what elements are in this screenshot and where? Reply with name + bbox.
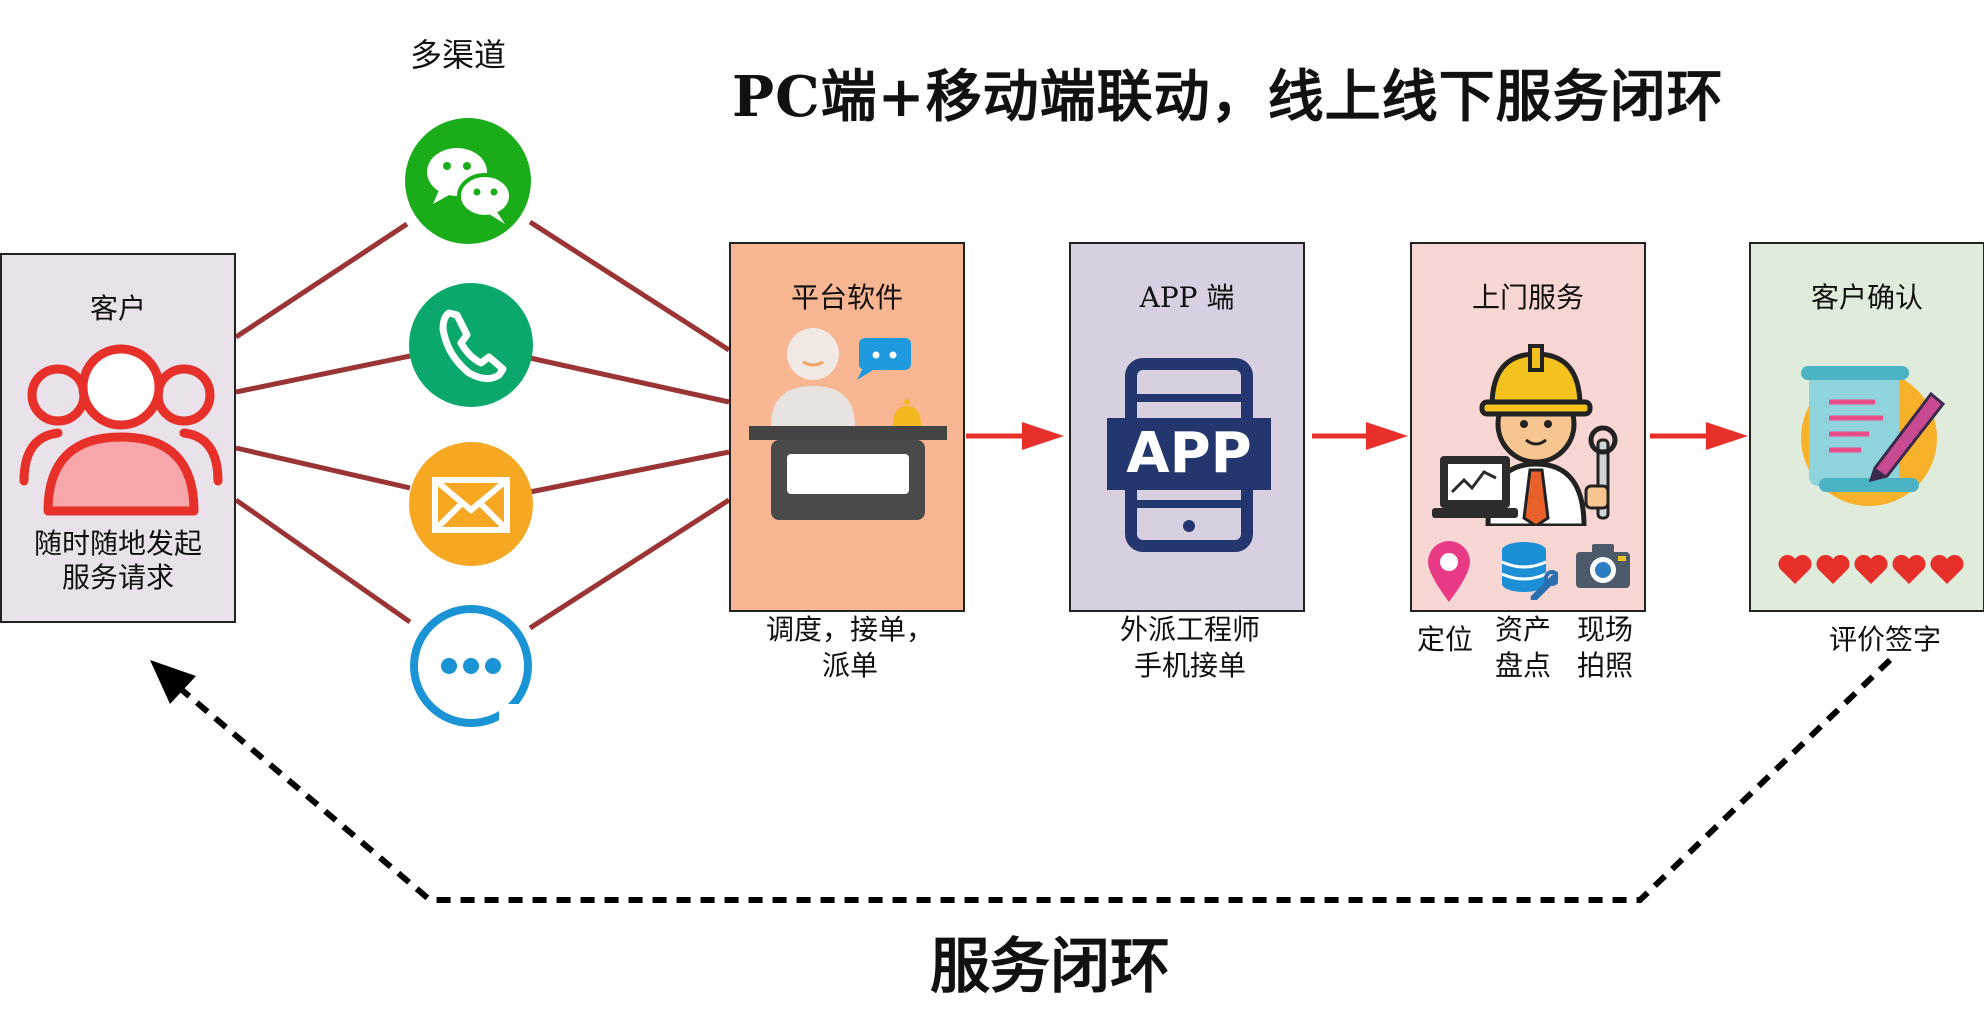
customer-desc-line1: 随时随地发起	[33, 527, 202, 560]
link-customer-more	[234, 497, 412, 625]
mail-icon	[409, 442, 533, 566]
heart-icon	[1930, 554, 1964, 584]
service-loop-label: 服务闭环	[930, 932, 1170, 1002]
location-pin-icon	[1428, 541, 1470, 602]
heart-icon	[1854, 554, 1888, 584]
platform-caption-line1: 调度，接单，	[765, 613, 934, 646]
rating-hearts	[1778, 554, 1964, 584]
heart-icon	[1778, 554, 1812, 584]
confirm-caption: 评价签字	[1828, 623, 1941, 656]
arrow-app-onsite	[1312, 422, 1408, 450]
link-customer-mail	[235, 445, 411, 491]
app-box: APP 端 APP	[1069, 242, 1305, 612]
channels-label: 多渠道	[410, 36, 507, 74]
confirm-title: 客户确认	[1810, 281, 1923, 314]
app-title: APP 端	[1139, 281, 1235, 314]
heart-icon	[1892, 554, 1926, 584]
database-wrench-icon	[1501, 542, 1558, 600]
app-caption-line2: 手机接单	[1133, 649, 1246, 682]
onsite-feature-locate: 定位	[1414, 612, 1476, 658]
link-customer-wechat	[234, 221, 409, 340]
platform-caption: 调度，接单， 派单	[760, 612, 940, 684]
platform-caption-line2: 派单	[821, 649, 878, 682]
onsite-feature-photo: 现场 拍照	[1574, 612, 1636, 684]
onsite-feature-asset-line1: 资产	[1494, 613, 1551, 646]
more-icon	[410, 605, 532, 728]
onsite-feature-asset-line2: 盘点	[1494, 649, 1551, 682]
customer-box: 客户 随时随地发起 服务请求	[0, 253, 236, 623]
customer-description: 随时随地发起 服务请求	[2, 527, 234, 595]
onsite-feature-asset: 资产 盘点	[1492, 612, 1554, 684]
link-phone-platform	[529, 355, 730, 405]
signed-document-icon	[1801, 366, 1946, 506]
customer-title: 客户	[89, 292, 146, 325]
wechat-icon	[405, 118, 531, 244]
arrow-onsite-confirm	[1650, 422, 1748, 450]
service-desk-icon	[749, 328, 947, 520]
onsite-feature-locate-label: 定位	[1416, 623, 1473, 656]
app-caption-line1: 外派工程师	[1119, 613, 1260, 646]
camera-icon	[1576, 544, 1630, 588]
onsite-title: 上门服务	[1471, 281, 1584, 314]
heart-icon	[1816, 554, 1850, 584]
page-title: PC端+移动端联动，线上线下服务闭环	[732, 64, 1724, 130]
engineer-icon	[1432, 344, 1618, 526]
link-mail-platform	[529, 449, 730, 495]
customer-desc-line2: 服务请求	[61, 561, 174, 594]
app-caption: 外派工程师 手机接单	[1100, 612, 1280, 684]
platform-box: 平台软件	[729, 242, 965, 612]
onsite-feature-photo-line2: 拍照	[1576, 649, 1633, 682]
arrow-platform-app	[966, 422, 1064, 450]
platform-title: 平台软件	[790, 281, 903, 314]
app-phone-icon: APP	[1107, 358, 1271, 552]
customer-group-icon	[19, 344, 223, 516]
link-wechat-platform	[528, 219, 731, 353]
app-logo-text: APP	[1126, 421, 1252, 486]
link-more-platform	[528, 497, 731, 631]
phone-icon	[409, 283, 533, 407]
service-loop-arrow	[150, 657, 1893, 903]
link-customer-phone	[235, 353, 411, 395]
confirm-box: 客户确认	[1749, 242, 1984, 612]
onsite-feature-photo-line1: 现场	[1576, 613, 1633, 646]
onsite-box: 上门服务	[1410, 242, 1646, 612]
